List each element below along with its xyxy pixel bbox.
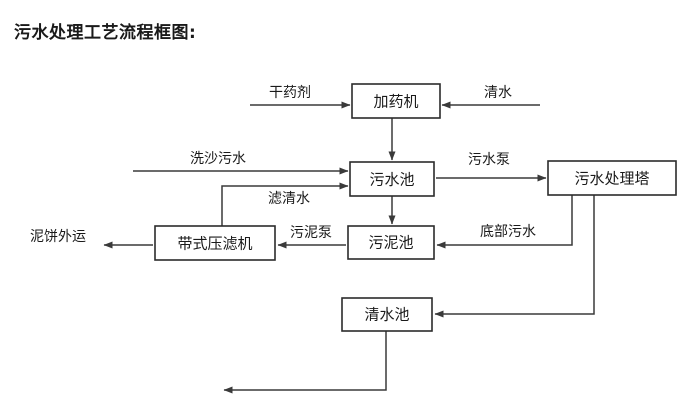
node-treatment-tower[interactable]: 污水处理塔	[547, 160, 677, 196]
node-sludge-pool[interactable]: 污泥池	[347, 225, 435, 260]
edge-recycle-use	[223, 331, 387, 394]
edge-label-clean-water: 清水	[484, 85, 512, 101]
node-label-dosing-machine: 加药机	[373, 93, 418, 111]
edge-tower-to-clear-pool	[434, 195, 595, 318]
edge-sand-wash-water: 洗沙污水	[133, 151, 349, 175]
edge-bottom-sewage: 底部污水	[436, 195, 573, 249]
node-label-belt-filter-press: 带式压滤机	[177, 235, 252, 253]
edge-label-sludge-pump: 污泥泵	[290, 225, 332, 241]
edge-dry-chemical: 干药剂	[250, 85, 351, 109]
edge-label-wastewater-pump: 污水泵	[468, 152, 510, 168]
node-dosing-machine[interactable]: 加药机	[351, 83, 441, 119]
node-label-sludge-pool: 污泥池	[368, 234, 413, 252]
edge-label-sand-wash-water: 洗沙污水	[190, 151, 246, 167]
edge-label-dry-chemical: 干药剂	[269, 85, 311, 101]
page-title: 污水处理工艺流程框图:	[14, 23, 197, 43]
edge-clean-water-in: 清水	[441, 85, 540, 109]
edge-sludge-pump: 污泥泵	[277, 225, 346, 249]
node-belt-filter-press[interactable]: 带式压滤机	[154, 225, 276, 261]
node-label-treatment-tower: 污水处理塔	[574, 170, 649, 188]
edge-label-bottom-sewage: 底部污水	[480, 224, 536, 240]
edge-label-mud-cake-out: 泥饼外运	[30, 229, 86, 245]
node-clear-water-pool[interactable]: 清水池	[341, 297, 433, 332]
edge-label-filtrate-water: 滤清水	[268, 191, 310, 207]
node-wastewater-pool[interactable]: 污水池	[349, 161, 435, 197]
node-label-clear-water-pool: 清水池	[364, 306, 409, 324]
edge-filtrate-water: 滤清水	[221, 182, 349, 226]
node-label-wastewater-pool: 污水池	[369, 171, 414, 189]
edge-wastewater-pump: 污水泵	[436, 152, 547, 182]
edge-mud-cake-out: 泥饼外运	[30, 229, 153, 249]
